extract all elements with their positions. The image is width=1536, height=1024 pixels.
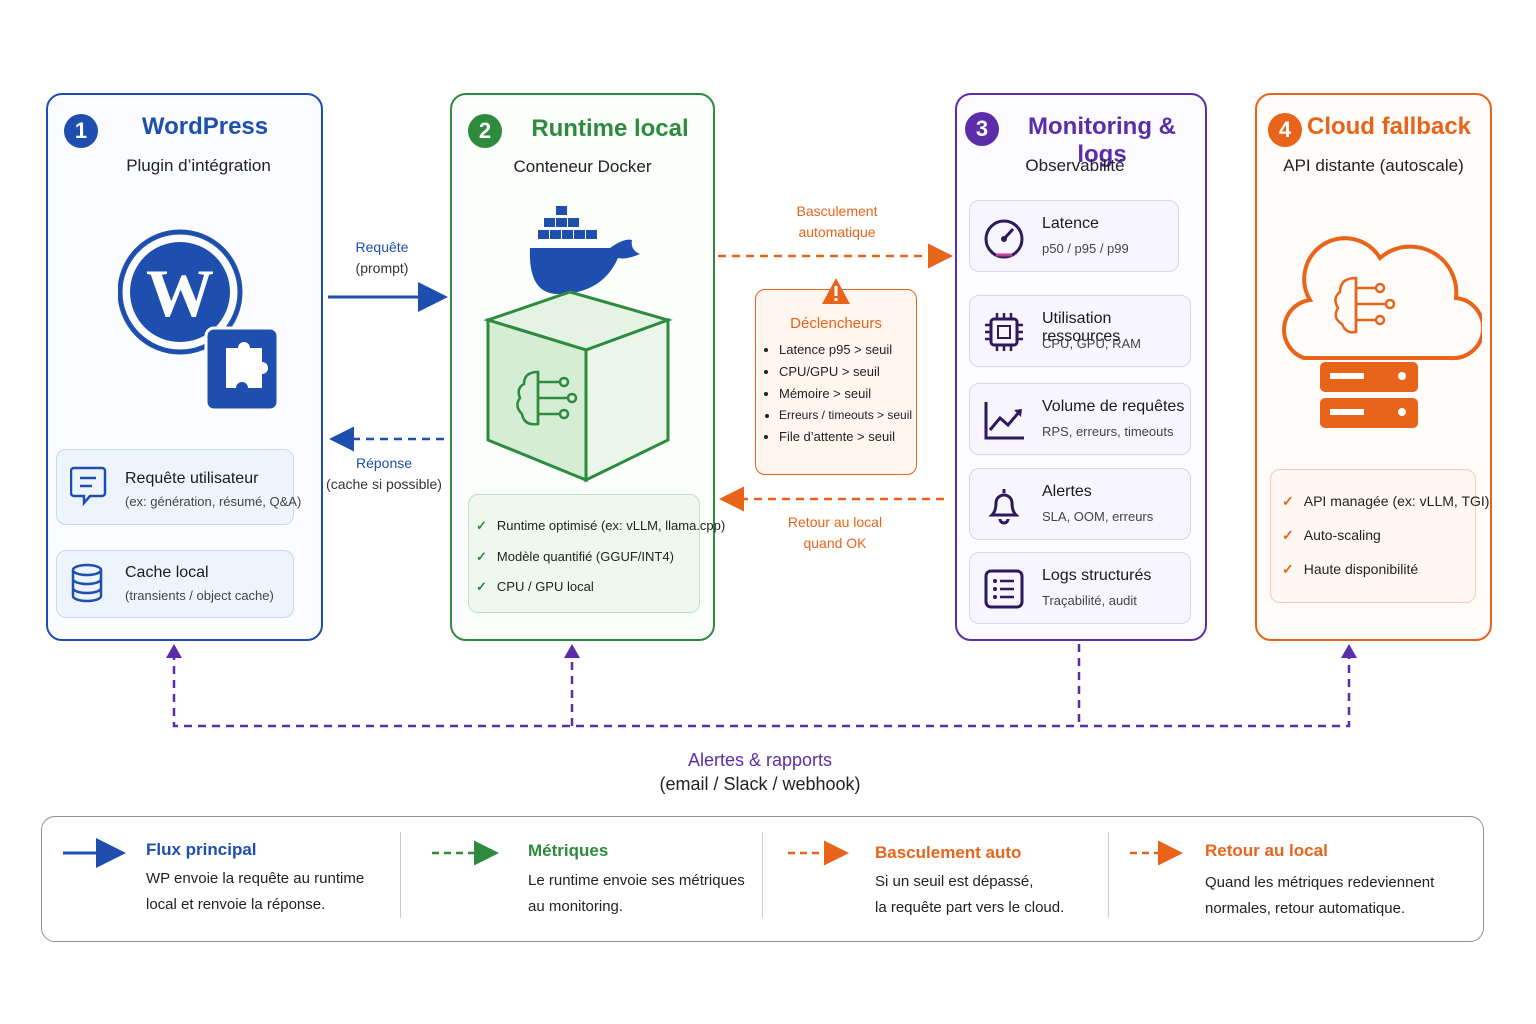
legend-back-title: Retour au local [1205, 841, 1328, 860]
trigger-item: Latence p95 > seuil [779, 342, 929, 357]
legend-switch-desc: Si un seuil est dépassé,la requête part … [875, 873, 1065, 916]
response-label: Réponse(cache si possible) [326, 455, 442, 492]
legend-box [41, 816, 1484, 942]
user-request-title: Requête utilisateur [125, 470, 259, 487]
warning-icon [822, 278, 850, 304]
user-request-desc: (ex: génération, résumé, Q&A) [125, 494, 302, 509]
requests-volume-title: Volume de requêtes [1042, 398, 1185, 415]
triggers-list: Latence p95 > seuil CPU/GPU > seuil Mémo… [757, 342, 929, 451]
step-number-1: 1 [64, 114, 98, 148]
requests-volume-desc: RPS, erreurs, timeouts [1042, 424, 1174, 439]
wordpress-subtitle: Plugin d’intégration [126, 156, 271, 175]
trigger-item: Erreurs / timeouts > seuil [779, 408, 929, 422]
alerts-reports-label: Alertes & rapports (email / Slack / webh… [659, 750, 861, 794]
triggers-card [755, 289, 917, 475]
cloud-features-card [1270, 469, 1476, 603]
structured-logs-desc: Traçabilité, audit [1042, 593, 1137, 608]
local-cache-title: Cache local [125, 564, 209, 581]
step-number-3: 3 [965, 112, 999, 146]
wordpress-title: WordPress [141, 113, 269, 140]
monitoring-title: Monitoring & logs [1028, 113, 1176, 168]
cloud-check-1: ✓API managée (ex: vLLM, TGI) [1282, 493, 1490, 509]
runtime-subtitle: Conteneur Docker [513, 157, 652, 176]
latency-title: Latence [1042, 215, 1099, 232]
step-number-2: 2 [468, 114, 502, 148]
latency-card: Latence p50 / p95 / p99 [969, 200, 1179, 272]
runtime-check-2: ✓Modèle quantifié (GGUF/INT4) [476, 549, 674, 564]
cloud-check-3: ✓Haute disponibilité [1282, 561, 1419, 577]
alerts-card: Alertes SLA, OOM, erreurs [969, 468, 1191, 540]
alerts-title: Alertes [1042, 483, 1092, 500]
alerts-loop [172, 644, 1351, 728]
resources-card: Utilisation ressources CPU, GPU, RAM [969, 295, 1191, 367]
request-label: Requête(prompt) [355, 239, 409, 276]
latency-desc: p50 / p95 / p99 [1042, 241, 1129, 256]
line-chart-icon [984, 402, 1024, 440]
legend-arrows [63, 838, 1183, 868]
cloud-title: Cloud fallback [1306, 113, 1472, 140]
cloud-check-2: ✓Auto-scaling [1282, 527, 1381, 543]
trigger-item: CPU/GPU > seuil [779, 364, 929, 379]
structured-logs-card: Logs structurés Traçabilité, audit [969, 552, 1191, 624]
structured-logs-title: Logs structurés [1042, 567, 1152, 584]
svg-text:W: W [146, 255, 214, 331]
monitoring-subtitle: Observabilité [1025, 156, 1125, 175]
trigger-item: Mémoire > seuil [779, 386, 929, 401]
chip-icon [985, 313, 1023, 351]
step-number-4: 4 [1268, 113, 1302, 147]
database-icon [71, 563, 103, 603]
runtime-features-card [468, 494, 700, 613]
resources-desc: CPU, GPU, RAM [1042, 336, 1141, 351]
wordpress-logo-icon: W [118, 229, 280, 412]
monitoring-panel [955, 93, 1207, 641]
message-icon [70, 466, 107, 507]
trigger-item: File d’attente > seuil [779, 429, 929, 444]
gauge-icon [984, 219, 1024, 259]
runtime-check-3: ✓CPU / GPU local [476, 579, 594, 594]
docker-container-icon [483, 206, 673, 483]
local-cache-desc: (transients / object cache) [125, 588, 274, 603]
cloud-subtitle: API distante (autoscale) [1283, 156, 1464, 175]
legend-metrics-title: Métriques [528, 841, 609, 860]
legend-switch-title: Basculement auto [875, 843, 1022, 862]
list-icon [984, 569, 1024, 609]
legend-main-flow-title: Flux principal [146, 840, 257, 859]
resources-title: Utilisation ressources [1042, 310, 1121, 345]
runtime-title: Runtime local [531, 115, 689, 142]
triggers-title: Déclencheurs [790, 315, 882, 332]
user-request-card [56, 449, 294, 525]
cloud-server-icon [1282, 236, 1482, 428]
bell-icon [988, 489, 1020, 525]
alerts-desc: SLA, OOM, erreurs [1042, 509, 1154, 524]
requests-volume-card: Volume de requêtes RPS, erreurs, timeout… [969, 383, 1191, 455]
runtime-check-1: ✓Runtime optimisé (ex: vLLM, llama.cpp) [476, 518, 726, 533]
